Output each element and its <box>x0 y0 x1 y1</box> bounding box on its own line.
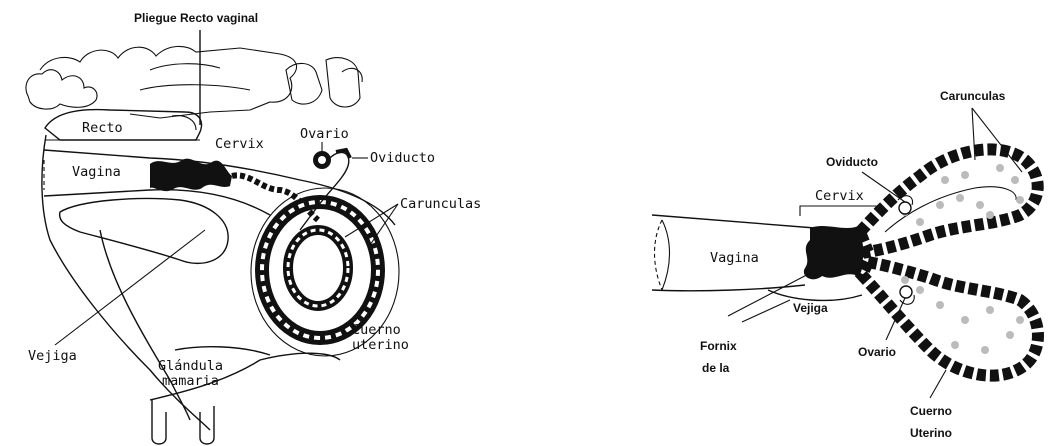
vertebrae-outline <box>26 46 362 118</box>
left-sagittal-diagram: Pliegue Recto vaginal Recto Cervix Ovari… <box>26 11 481 444</box>
label-glandula-1: Glándula <box>158 358 223 374</box>
label-cervix-right: Cervix <box>815 188 864 204</box>
label-vejiga-right: Vejiga <box>793 301 828 315</box>
label-cuerno-1: Cuerno <box>352 322 401 338</box>
label-cuerno-right-1: Cuerno <box>910 404 952 418</box>
label-ovario: Ovario <box>300 126 349 142</box>
label-vagina: Vagina <box>72 164 121 180</box>
label-oviducto: Oviducto <box>370 150 435 166</box>
label-glandula-2: mamaria <box>162 373 219 389</box>
label-cuerno-2: uterino <box>352 337 409 353</box>
bladder-right <box>768 290 862 300</box>
label-ovario-right: Ovario <box>858 345 896 359</box>
label-vejiga: Vejiga <box>28 348 77 364</box>
label-carunculas-right: Carunculas <box>940 89 1006 103</box>
label-cuerno-right-2: Uterino <box>910 426 952 440</box>
label-vagina-right: Vagina <box>710 250 759 266</box>
rectum <box>45 110 201 140</box>
bladder <box>60 199 229 264</box>
label-recto: Recto <box>82 120 123 136</box>
label-pliegue: Pliegue Recto vaginal <box>134 11 258 25</box>
upper-horn <box>860 149 1038 252</box>
label-carunculas: Carunculas <box>400 196 481 212</box>
label-fornix-1: Fornix <box>700 339 737 353</box>
ovary-right-lower <box>900 286 914 304</box>
label-oviducto-right: Oviducto <box>826 155 878 169</box>
label-fornix-2: de la <box>702 361 730 375</box>
right-dorsal-diagram: Carunculas Oviducto Cervix Vagina Vejiga… <box>652 89 1038 440</box>
label-cervix: Cervix <box>215 136 264 152</box>
